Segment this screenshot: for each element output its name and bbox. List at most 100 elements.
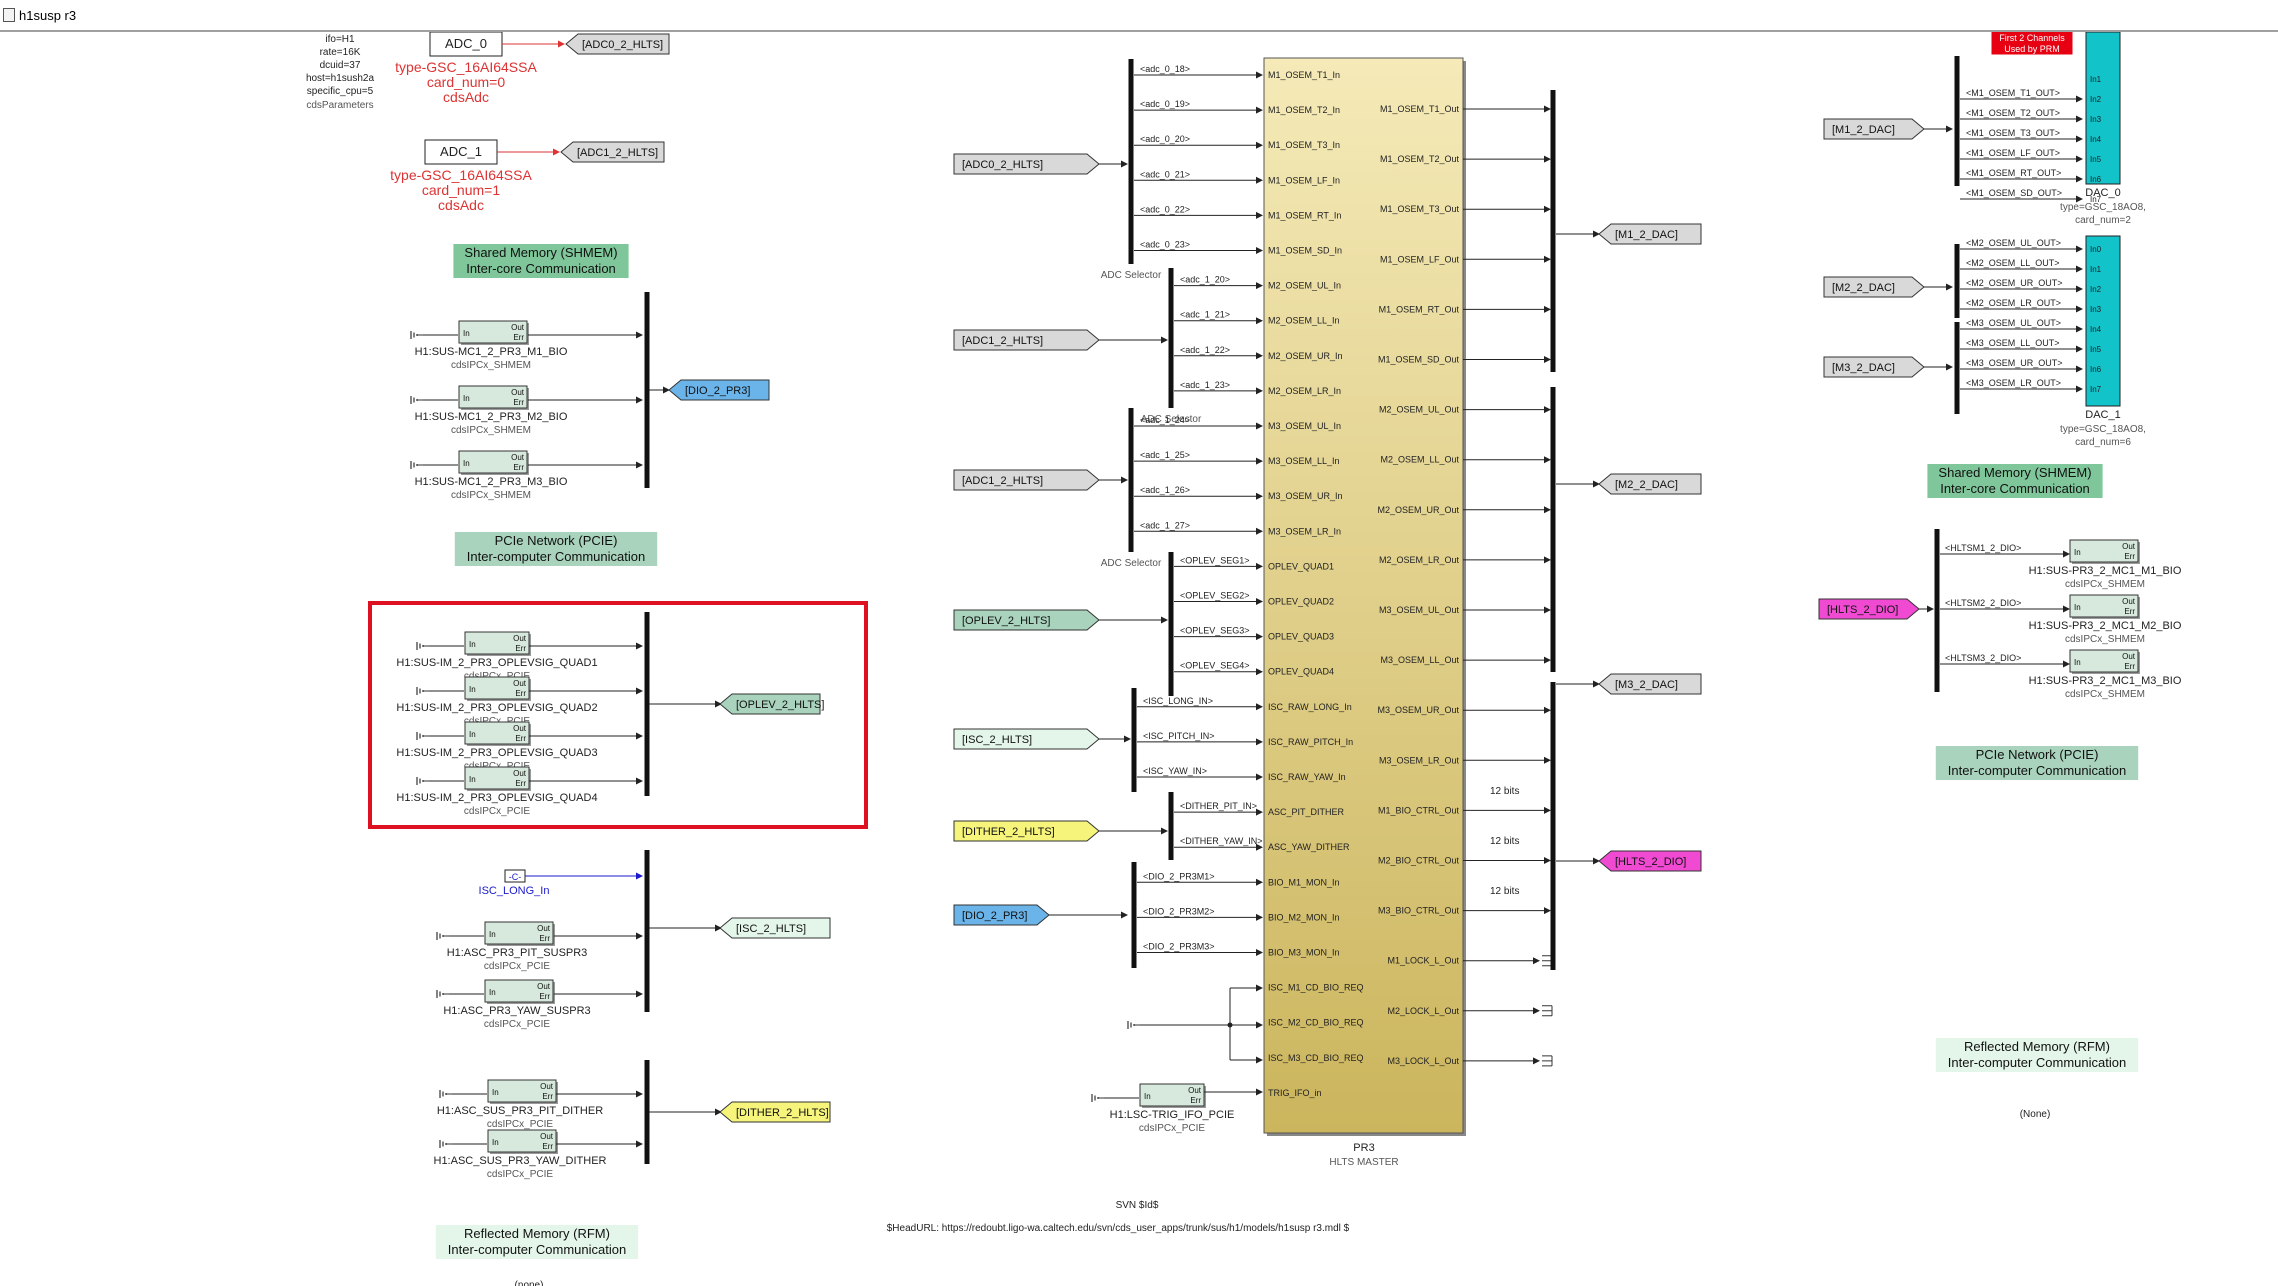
ipc-port-label: Err (2124, 662, 2135, 671)
from-tag-dio[interactable]: [DIO_2_PR3] (953, 904, 1050, 926)
ipc-port-label: In (469, 730, 476, 739)
ipc-channel-name: H1:SUS-PR3_2_MC1_M1_BIO (2029, 565, 2182, 577)
adc-block[interactable] (429, 32, 503, 57)
dac-block[interactable] (2085, 235, 2121, 407)
bus-selector[interactable] (1128, 59, 1134, 264)
master-goto-m1[interactable]: [M1_2_DAC] (1598, 223, 1702, 245)
hlts-dio-from-tag[interactable]: [HLTS_2_DIO] (1818, 598, 1920, 620)
bus-signal-label: <OPLEV_SEG2> (1180, 591, 1250, 601)
dac-signal-label: <M2_OSEM_LL_OUT> (1966, 258, 2060, 268)
arrowhead (1256, 422, 1263, 430)
bus-signal-label: <adc_0_18> (1140, 64, 1190, 74)
bus-selector[interactable] (1131, 862, 1137, 968)
from-tag-adc0[interactable]: [ADC0_2_HLTS] (953, 153, 1100, 175)
ipc-library-name: cdsIPCx_PCIE (484, 1019, 550, 1030)
oplev-bus[interactable] (644, 612, 650, 796)
bus-selector[interactable] (1131, 688, 1137, 792)
master-input-port: M2_OSEM_LL_In (1268, 316, 1340, 326)
master-goto-hlts[interactable]: [HLTS_2_DIO] (1598, 850, 1702, 872)
bus-selector[interactable] (1168, 268, 1174, 408)
dither-bus[interactable] (644, 1060, 650, 1164)
arrowhead (2076, 345, 2083, 353)
shmem-bus[interactable] (644, 292, 650, 488)
dac-bus-selector[interactable] (1954, 322, 1960, 414)
master-output-port: M1_OSEM_RT_Out (1379, 304, 1460, 314)
dac-type: type=GSC_18AO8, (2060, 202, 2146, 213)
bus-creator[interactable] (1550, 90, 1556, 372)
hlts-master-block[interactable] (1263, 57, 1464, 1134)
master-output-port: M1_OSEM_LF_Out (1380, 254, 1460, 264)
ipc-port-label: In (463, 329, 470, 338)
dac-bus-selector[interactable] (1954, 244, 1960, 318)
ipc-port-label: In (463, 459, 470, 468)
dither-goto-tag[interactable]: [DITHER_2_HLTS] (719, 1101, 831, 1123)
from-tag-adc1b[interactable]: [ADC1_2_HLTS] (953, 469, 1100, 491)
arrowhead (1256, 1021, 1263, 1029)
from-tag-adc1a[interactable]: [ADC1_2_HLTS] (953, 329, 1100, 351)
ipc-channel-name: H1:SUS-IM_2_PR3_OPLEVSIG_QUAD4 (396, 792, 597, 804)
master-input-port: ISC_RAW_YAW_In (1268, 772, 1346, 782)
bus-signal-label: <adc_1_20> (1180, 275, 1230, 285)
isc-bus[interactable] (644, 850, 650, 1012)
dac-from-tag-0[interactable]: [M1_2_DAC] (1823, 118, 1925, 140)
ipc-library-name: cdsIPCx_SHMEM (2065, 634, 2145, 645)
master-input-port: ISC_M1_CD_BIO_REQ (1268, 983, 1364, 993)
from-tag-oplev[interactable]: [OPLEV_2_HLTS] (953, 609, 1100, 631)
arrowhead (1121, 160, 1128, 168)
ipc-channel-name: H1:ASC_PR3_YAW_SUSPR3 (443, 1005, 590, 1017)
dac-port: In7 (2090, 385, 2102, 394)
master-goto-m2[interactable]: [M2_2_DAC] (1598, 473, 1702, 495)
adc-goto-tag[interactable]: [ADC0_2_HLTS] (565, 33, 670, 55)
from-tag-dither[interactable]: [DITHER_2_HLTS] (953, 820, 1100, 842)
isc-goto-tag[interactable]: [ISC_2_HLTS] (719, 917, 831, 939)
arrowhead (1256, 106, 1263, 114)
dac-block[interactable] (2085, 32, 2121, 185)
dio-bus-selector[interactable] (1934, 529, 1940, 692)
ipc-port-label: Err (513, 463, 524, 472)
dac-bus-selector[interactable] (1954, 56, 1960, 186)
dac-from-tag-2[interactable]: [M3_2_DAC] (1823, 356, 1925, 378)
bus-creator[interactable] (1550, 788, 1556, 936)
ipc-channel-name: H1:SUS-PR3_2_MC1_M3_BIO (2029, 675, 2182, 687)
dac-from-tag-1[interactable]: [M2_2_DAC] (1823, 276, 1925, 298)
from-tag-isc[interactable]: [ISC_2_HLTS] (953, 728, 1100, 750)
bus-selector[interactable] (1168, 792, 1174, 860)
bus-selector[interactable] (1168, 552, 1174, 696)
shmem-right-annotation-text: Inter-core Communication (1940, 481, 2090, 496)
bus-signal-label: <OPLEV_SEG1> (1180, 555, 1250, 565)
rfm-annotation: Reflected Memory (RFM)Inter-computer Com… (435, 1225, 639, 1259)
ground-icon (416, 642, 429, 650)
bus-signal-label: <HLTSM1_2_DIO> (1945, 543, 2021, 553)
oplev-goto-tag[interactable]: [OPLEV_2_HLTS] (719, 693, 824, 715)
ipc-channel-name: H1:SUS-MC1_2_PR3_M2_BIO (415, 411, 568, 423)
ipc-channel-name: H1:SUS-MC1_2_PR3_M1_BIO (415, 346, 568, 358)
arrowhead (1544, 606, 1551, 614)
arrowhead (2076, 325, 2083, 333)
shmem-goto-tag[interactable]: [DIO_2_PR3] (668, 379, 770, 401)
rfm-right-annotation-text: Reflected Memory (RFM) (1964, 1039, 2110, 1054)
ipc-library-name: cdsIPCx_SHMEM (451, 425, 531, 436)
arrowhead (1256, 387, 1263, 395)
master-goto-m3[interactable]: [M3_2_DAC] (1598, 673, 1702, 695)
bus-selector[interactable] (1128, 408, 1134, 552)
shmem-right-annotation: Shared Memory (SHMEM)Inter-core Communic… (1927, 464, 2103, 498)
adc-goto-tag[interactable]: [ADC1_2_HLTS] (560, 141, 665, 163)
bus-creator[interactable] (1550, 387, 1556, 672)
arrowhead (715, 924, 722, 932)
